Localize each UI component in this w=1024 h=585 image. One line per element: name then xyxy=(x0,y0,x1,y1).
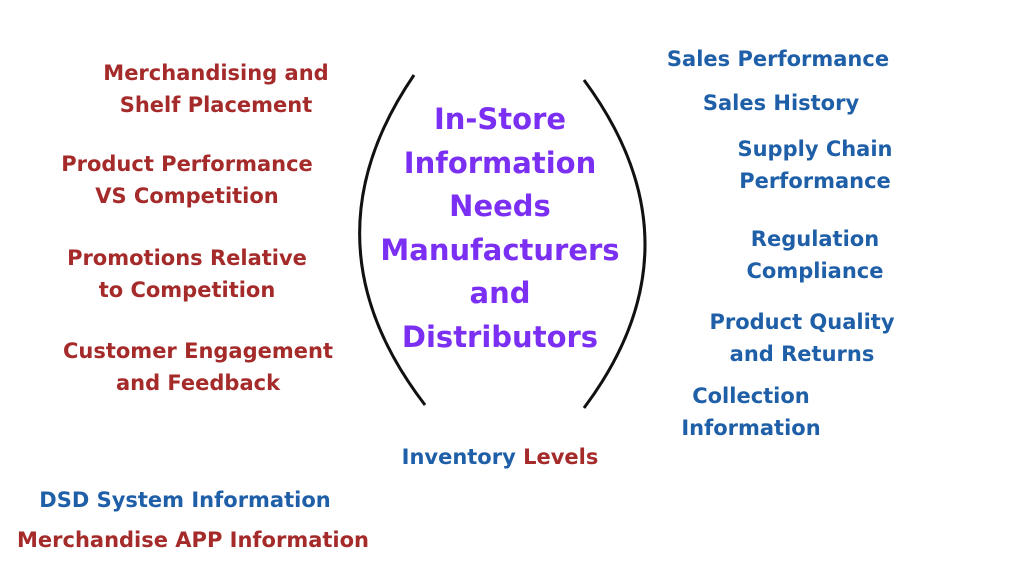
item-line: Merchandise APP Information xyxy=(17,528,369,552)
right-bracket xyxy=(582,79,647,409)
center-title-line: Information xyxy=(403,145,597,180)
item-line: and Feedback xyxy=(115,371,281,395)
item-line: DSD System Information xyxy=(39,488,331,512)
item-line: Collection xyxy=(692,384,810,408)
left-item-promotions: Promotions Relative to Competition xyxy=(56,242,318,306)
item-line: Compliance xyxy=(746,259,884,283)
right-item-product-quality: Product Quality and Returns xyxy=(700,306,904,370)
item-line: Customer Engagement xyxy=(62,339,333,363)
right-item-regulation: Regulation Compliance xyxy=(734,223,896,287)
item-line: Supply Chain xyxy=(737,137,893,161)
left-item-product-performance: Product Performance VS Competition xyxy=(56,148,318,212)
inventory-levels-label: Inventory Levels xyxy=(396,441,604,473)
item-line: Regulation xyxy=(750,227,880,251)
item-line: Merchandising and xyxy=(103,61,329,85)
item-line: Promotions Relative xyxy=(67,246,307,270)
item-line: to Competition xyxy=(98,278,276,302)
item-line: and Returns xyxy=(729,342,875,366)
left-item-merchandising: Merchandising and Shelf Placement xyxy=(96,57,336,121)
item-line: Product Quality xyxy=(709,310,895,334)
center-title-line: Distributors xyxy=(401,319,599,354)
item-line: Product Performance xyxy=(61,152,313,176)
center-title: In-Store Information Needs Manufacturers… xyxy=(376,98,624,359)
item-line: Sales History xyxy=(702,91,860,115)
item-line: Shelf Placement xyxy=(119,93,313,117)
item-line: VS Competition xyxy=(95,184,279,208)
item-line: Information xyxy=(681,416,821,440)
left-item-customer-engagement: Customer Engagement and Feedback xyxy=(56,335,340,399)
merchandise-app-label: Merchandise APP Information xyxy=(8,524,378,556)
center-title-line: Manufacturers xyxy=(380,232,620,267)
right-item-collection: Collection Information xyxy=(672,380,830,444)
center-title-line: In-Store xyxy=(433,102,567,136)
dsd-system-label: DSD System Information xyxy=(30,484,340,516)
levels-word: Levels xyxy=(523,445,599,469)
inventory-word: Inventory xyxy=(401,445,524,469)
right-item-sales-performance: Sales Performance xyxy=(660,43,896,75)
left-bracket xyxy=(358,74,427,406)
item-line: Sales Performance xyxy=(666,47,890,71)
right-item-sales-history: Sales History xyxy=(694,87,868,119)
center-title-line: Needs xyxy=(449,189,551,223)
item-line: Performance xyxy=(739,169,891,193)
center-title-line: and xyxy=(469,276,531,310)
right-item-supply-chain: Supply Chain Performance xyxy=(724,133,906,197)
